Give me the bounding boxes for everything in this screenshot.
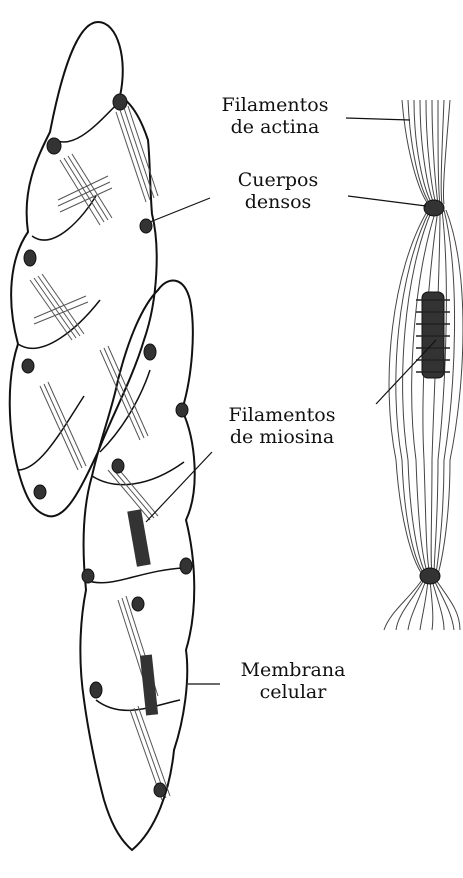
dense-body	[144, 344, 156, 360]
dense-body	[82, 569, 94, 583]
dense-body	[424, 200, 444, 216]
dense-body	[22, 359, 34, 373]
dense-body	[154, 783, 166, 797]
label-line: Filamentos	[207, 404, 357, 426]
label-actin-filaments: Filamentos de actina	[200, 94, 350, 138]
leader-miosina-left	[146, 452, 212, 522]
label-myosin-filaments: Filamentos de miosina	[207, 404, 357, 448]
dense-body	[47, 138, 61, 154]
dense-body	[180, 558, 192, 574]
cell-membrane-outline-upper	[10, 22, 157, 516]
myosin-filament	[422, 292, 444, 378]
label-line: Filamentos	[200, 94, 350, 116]
dense-body	[112, 459, 124, 473]
dense-body	[90, 682, 102, 698]
dense-body	[113, 94, 127, 110]
dense-body	[132, 597, 144, 611]
label-line: celular	[218, 681, 368, 703]
dense-body	[34, 485, 46, 499]
label-line: Membrana	[218, 659, 368, 681]
label-line: de actina	[200, 116, 350, 138]
label-line: Cuerpos	[208, 169, 348, 191]
leader-actina	[346, 118, 410, 120]
dense-body	[420, 568, 440, 584]
label-line: de miosina	[207, 426, 357, 448]
label-line: densos	[208, 191, 348, 213]
label-cell-membrane: Membrana celular	[218, 659, 368, 703]
dense-body	[176, 403, 188, 417]
label-dense-bodies: Cuerpos densos	[208, 169, 348, 213]
dense-body	[140, 219, 152, 233]
leader-cuerpos-left	[150, 198, 210, 222]
leader-cuerpos-right	[348, 196, 426, 206]
dense-body	[24, 250, 36, 266]
